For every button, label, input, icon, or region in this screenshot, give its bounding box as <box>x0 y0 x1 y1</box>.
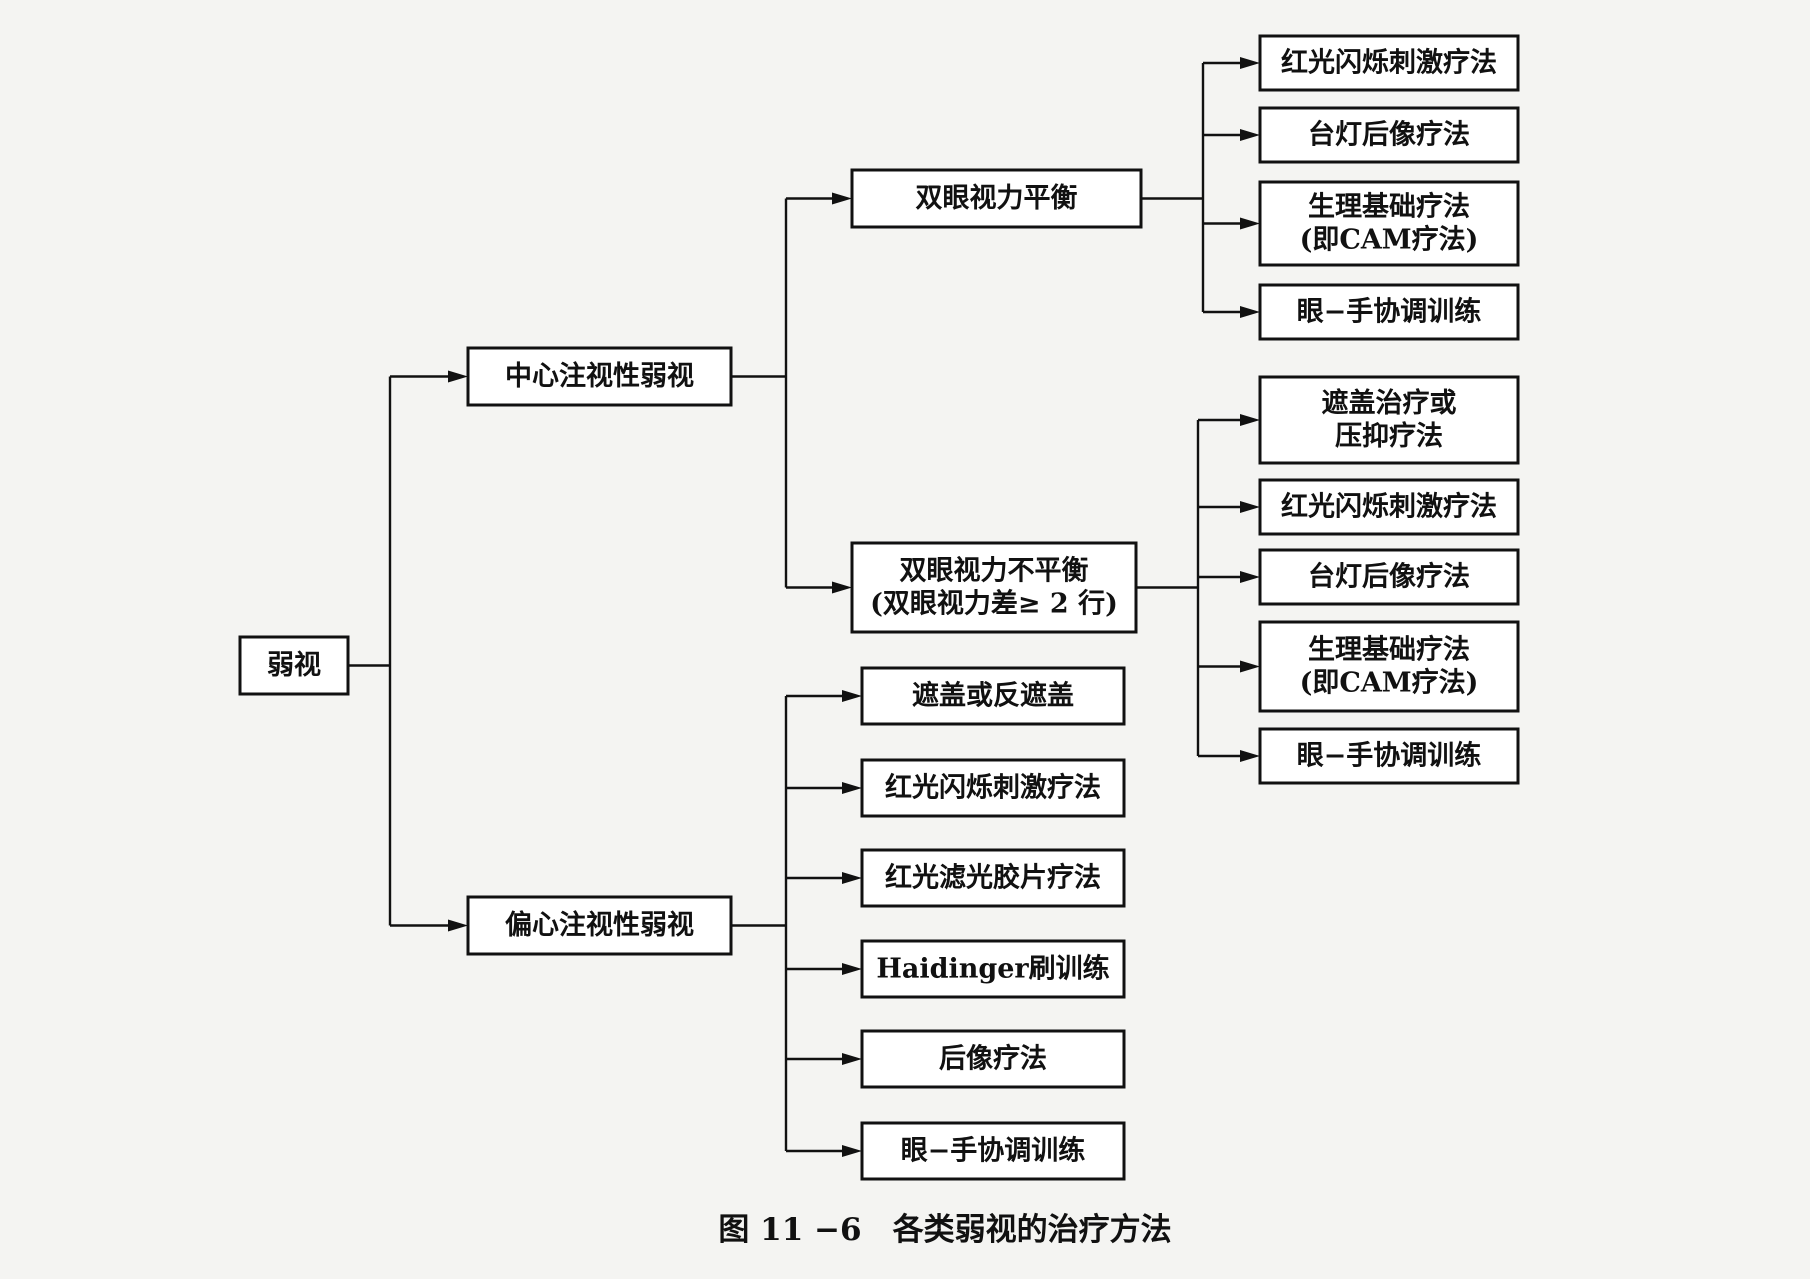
node-box <box>1258 478 1520 536</box>
node-label: (双眼视力差≥ 2 行) <box>870 587 1118 619</box>
connector-lines <box>348 57 1260 1157</box>
node-label: 红光滤光胶片疗法 <box>885 862 1101 894</box>
node-balanced: 双眼视力平衡 <box>850 168 1143 229</box>
node-box <box>1258 620 1520 713</box>
node-label: 弱视 <box>267 650 321 681</box>
arrowhead <box>842 690 862 702</box>
arrowhead <box>1240 750 1260 762</box>
node-label: 双眼视力平衡 <box>916 183 1078 214</box>
node-e5: 后像疗法 <box>860 1029 1126 1089</box>
node-box <box>860 1029 1126 1089</box>
connector-eccentric <box>731 690 862 1157</box>
arrowhead <box>1240 57 1260 69</box>
connector-balanced <box>1141 57 1260 318</box>
connector-root <box>348 370 468 932</box>
node-e4: Haidinger刷训练 <box>860 939 1126 999</box>
node-e3: 红光滤光胶片疗法 <box>860 848 1126 908</box>
connector-central <box>731 192 852 594</box>
node-label: 眼−手协调训练 <box>901 1135 1086 1167</box>
node-box <box>1258 34 1520 92</box>
arrowhead <box>1240 306 1260 318</box>
node-box <box>860 1121 1126 1181</box>
node-box <box>850 168 1143 229</box>
node-e1: 遮盖或反遮盖 <box>860 666 1126 726</box>
node-box <box>1258 548 1520 606</box>
node-b4: 眼−手协调训练 <box>1258 283 1520 341</box>
node-label: (即CAM疗法) <box>1300 666 1479 698</box>
arrowhead <box>448 370 468 383</box>
arrowhead <box>1240 660 1260 673</box>
node-u3: 台灯后像疗法 <box>1258 548 1520 606</box>
arrowhead <box>842 963 862 975</box>
arrowhead <box>448 919 468 932</box>
node-b3: 生理基础疗法(即CAM疗法) <box>1258 180 1520 267</box>
node-box <box>860 939 1126 999</box>
node-box <box>860 666 1126 726</box>
arrowhead <box>832 581 852 594</box>
node-label: 红光闪烁刺激疗法 <box>1281 491 1497 523</box>
node-label: 红光闪烁刺激疗法 <box>885 772 1101 804</box>
arrowhead <box>1240 571 1260 583</box>
arrowhead <box>1240 414 1260 426</box>
node-label: 眼−手协调训练 <box>1297 296 1482 328</box>
arrowhead <box>1240 501 1260 513</box>
figure-caption: 图 11 −6 各类弱视的治疗方法 <box>718 1212 1171 1248</box>
node-b2: 台灯后像疗法 <box>1258 106 1520 164</box>
arrowhead <box>842 1053 862 1065</box>
node-unbalanced: 双眼视力不平衡(双眼视力差≥ 2 行) <box>850 541 1138 634</box>
arrowhead <box>1240 217 1260 230</box>
node-box <box>1258 106 1520 164</box>
node-e6: 眼−手协调训练 <box>860 1121 1126 1181</box>
node-box <box>1258 727 1520 785</box>
node-box <box>860 758 1126 818</box>
node-box <box>466 346 733 407</box>
arrowhead <box>1240 129 1260 141</box>
node-label: 生理基础疗法 <box>1308 634 1470 666</box>
arrowhead <box>842 782 862 794</box>
node-label: 偏心注视性弱视 <box>505 909 694 941</box>
node-box <box>860 848 1126 908</box>
node-label: 台灯后像疗法 <box>1308 561 1470 593</box>
arrowhead <box>842 872 862 884</box>
node-e2: 红光闪烁刺激疗法 <box>860 758 1126 818</box>
node-u4: 生理基础疗法(即CAM疗法) <box>1258 620 1520 713</box>
node-label: 眼−手协调训练 <box>1297 740 1482 772</box>
node-label: 红光闪烁刺激疗法 <box>1281 47 1497 79</box>
connector-unbalanced <box>1136 414 1260 762</box>
node-label: 遮盖或反遮盖 <box>912 680 1074 712</box>
arrowhead <box>842 1145 862 1157</box>
node-box <box>1258 375 1520 465</box>
node-root: 弱视 <box>238 635 350 696</box>
node-label: Haidinger刷训练 <box>876 953 1109 985</box>
node-label: 双眼视力不平衡 <box>900 556 1089 587</box>
node-box <box>238 635 350 696</box>
node-label: 遮盖治疗或 <box>1322 387 1457 419</box>
node-b1: 红光闪烁刺激疗法 <box>1258 34 1520 92</box>
node-label: 生理基础疗法 <box>1308 191 1470 223</box>
node-u2: 红光闪烁刺激疗法 <box>1258 478 1520 536</box>
node-box <box>850 541 1138 634</box>
node-box <box>466 895 733 956</box>
node-label: 压抑疗法 <box>1335 420 1443 452</box>
node-label: 台灯后像疗法 <box>1308 119 1470 151</box>
node-label: 后像疗法 <box>939 1043 1047 1075</box>
node-box <box>1258 180 1520 267</box>
arrowhead <box>832 192 852 205</box>
node-u5: 眼−手协调训练 <box>1258 727 1520 785</box>
node-label: (即CAM疗法) <box>1300 223 1479 255</box>
node-eccentric: 偏心注视性弱视 <box>466 895 733 956</box>
node-label: 中心注视性弱视 <box>505 360 694 392</box>
node-box <box>1258 283 1520 341</box>
node-central: 中心注视性弱视 <box>466 346 733 407</box>
